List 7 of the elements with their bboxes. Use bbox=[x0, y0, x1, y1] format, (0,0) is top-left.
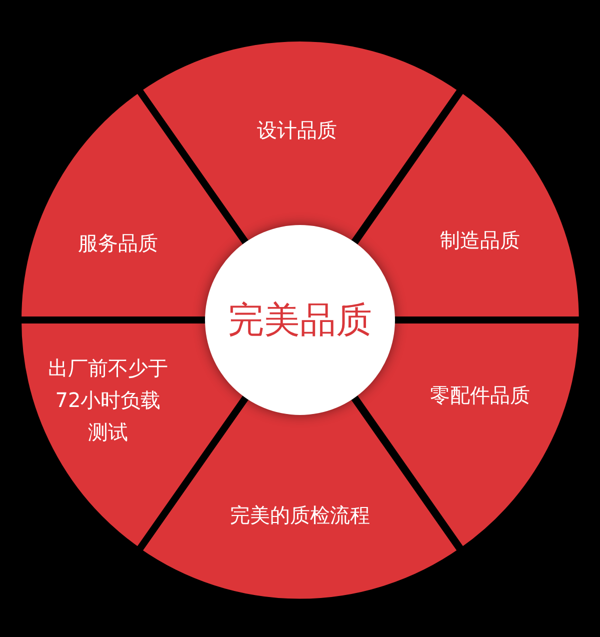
sector-label: 出厂前不少于72小时负载测试 bbox=[48, 355, 168, 446]
sector-label: 零配件品质 bbox=[430, 382, 530, 409]
center-title: 完美品质 bbox=[228, 298, 372, 342]
sector-label: 设计品质 bbox=[256, 117, 337, 144]
sector-label: 服务品质 bbox=[78, 230, 158, 257]
sector-label: 制造品质 bbox=[440, 226, 520, 254]
sector-label: 完美的质检流程 bbox=[230, 502, 370, 529]
